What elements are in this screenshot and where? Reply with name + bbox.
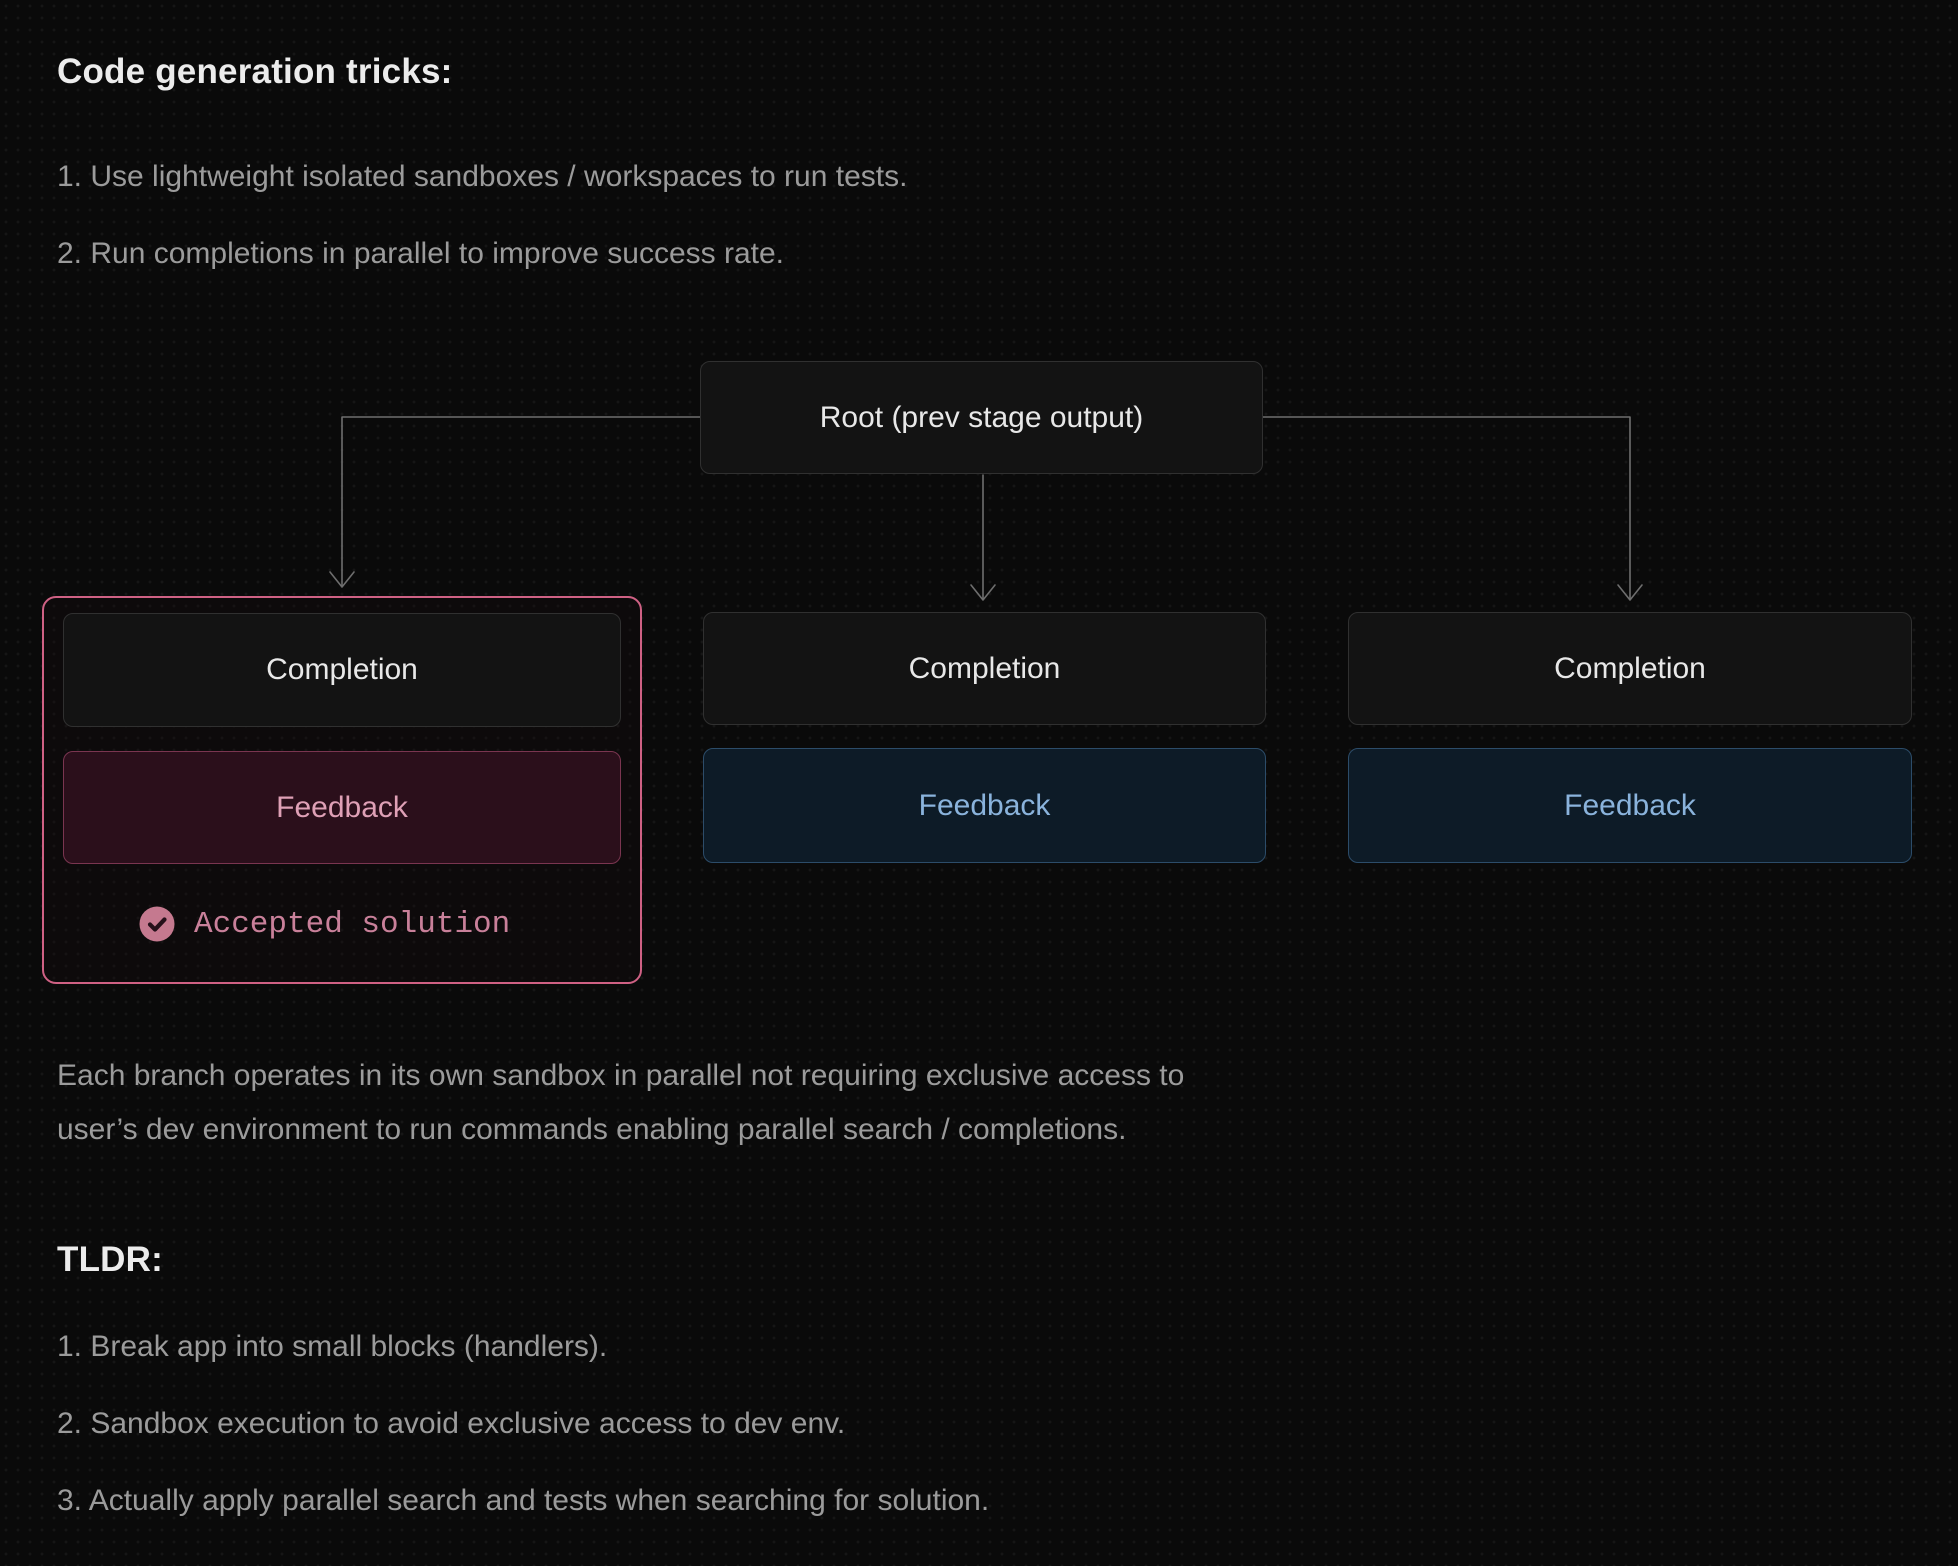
tldr-list-item-1: 1. Break app into small blocks (handlers…	[57, 1330, 608, 1363]
branch-2-feedback-node[interactable]: Feedback	[703, 748, 1266, 863]
branch-2-completion-label: Completion	[908, 651, 1061, 685]
branch-1-completion-node[interactable]: Completion	[63, 613, 621, 727]
intro-list-item-1: 1. Use lightweight isolated sandboxes / …	[57, 160, 908, 193]
arrowhead-left-icon	[329, 571, 355, 588]
tldr-list-item-3: 3. Actually apply parallel search and te…	[57, 1484, 990, 1517]
branch-1-completion-label: Completion	[266, 653, 418, 686]
connector-right	[1262, 416, 1631, 600]
branch-3-completion-node[interactable]: Completion	[1348, 612, 1912, 725]
branch-1-feedback-node[interactable]: Feedback	[63, 751, 621, 864]
arrowhead-right-icon	[1617, 584, 1643, 601]
root-node-label: Root (prev stage output)	[819, 400, 1144, 434]
page-title: Code generation tricks:	[57, 52, 453, 91]
branch-2-feedback-label: Feedback	[918, 788, 1051, 822]
intro-list-item-2: 2. Run completions in parallel to improv…	[57, 237, 785, 270]
connector-left	[341, 416, 701, 587]
root-node[interactable]: Root (prev stage output)	[700, 361, 1263, 474]
note-line-2: user’s dev environment to run commands e…	[57, 1113, 1127, 1146]
branch-3-feedback-label: Feedback	[1564, 788, 1696, 822]
branch-3-completion-label: Completion	[1554, 651, 1706, 685]
tldr-title: TLDR:	[57, 1240, 163, 1279]
note-line-1: Each branch operates in its own sandbox …	[57, 1059, 1185, 1092]
branch-3-feedback-node[interactable]: Feedback	[1348, 748, 1912, 863]
check-circle-icon	[139, 906, 175, 942]
tldr-list-item-2: 2. Sandbox execution to avoid exclusive …	[57, 1407, 846, 1440]
accepted-solution-label: Accepted solution	[194, 906, 511, 942]
branch-1-feedback-label: Feedback	[276, 790, 408, 824]
arrowhead-middle-icon	[970, 584, 996, 601]
branch-2-completion-node[interactable]: Completion	[703, 612, 1266, 725]
accepted-solution-row: Accepted solution	[138, 905, 510, 943]
